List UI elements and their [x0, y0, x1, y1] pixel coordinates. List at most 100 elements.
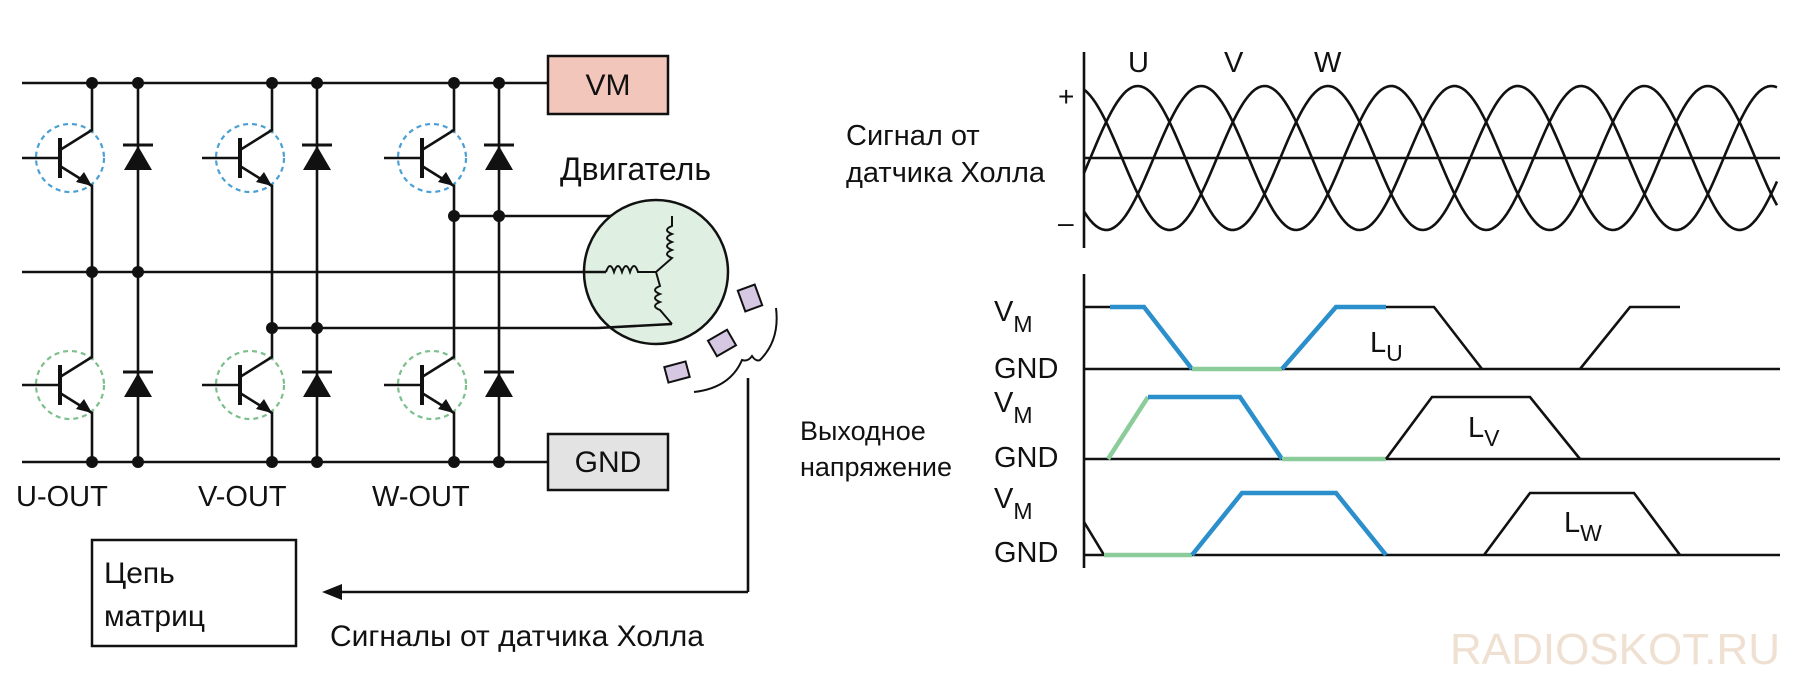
output-voltage-chart: Выходное напряжение VM GND VM GND VM GND… — [800, 274, 1780, 569]
diode-icon — [303, 373, 331, 397]
junction-dot — [132, 456, 144, 468]
transistor-collector — [421, 128, 455, 152]
watermark: RADIOSKOT.RU — [1450, 625, 1780, 674]
hall-chart-plus: + — [1058, 81, 1074, 112]
row-w-trace — [1082, 521, 1106, 556]
diode-icon — [124, 373, 152, 397]
w-out-label: W-OUT — [372, 481, 470, 513]
phase-v-label: V — [1224, 47, 1244, 79]
matrix-label-line2: матриц — [104, 600, 205, 633]
phase-w-label: W — [1314, 47, 1342, 79]
motor-label: Двигатель — [560, 151, 711, 187]
low-side-transistor-outline — [214, 349, 286, 421]
phase-u-label: U — [1128, 47, 1149, 79]
row-v-drive-high — [1148, 394, 1284, 461]
ground-box — [546, 432, 670, 492]
junction-dot — [448, 456, 460, 468]
inverter-circuit: VM GND Двигатель Цепь матриц Сигналы от … — [16, 54, 778, 653]
row-w-trace-label: LW — [1564, 507, 1602, 546]
emitter-arrow-icon — [256, 172, 272, 186]
junction-dot — [86, 266, 98, 278]
junction-dot — [448, 77, 460, 89]
hall-signal-chart: Сигнал от датчика Холла + – U V W — [846, 47, 1780, 248]
row-u-low-label: GND — [994, 353, 1058, 385]
hall-wave-w — [1082, 84, 1778, 232]
emitter-arrow-icon — [76, 399, 92, 413]
junction-dot — [493, 456, 505, 468]
row-v-trace — [1384, 395, 1582, 460]
hall-sensor-brace — [693, 307, 778, 393]
motor-coil-v — [654, 271, 673, 325]
row-w-drive-high — [1190, 490, 1388, 557]
row-v-high-label: VM — [994, 387, 1033, 428]
row-u-drive-falling — [1110, 304, 1194, 371]
u-out-label: U-OUT — [16, 481, 108, 513]
hall-sensor — [663, 360, 691, 384]
output-chart-label-line2: напряжение — [800, 452, 952, 482]
row-u-trace — [1386, 305, 1484, 370]
diode-icon — [485, 373, 513, 397]
junction-dot — [266, 456, 278, 468]
motor-v-lead — [597, 322, 673, 330]
row-w-low-label: GND — [994, 537, 1058, 569]
v-out-label: V-OUT — [198, 481, 287, 513]
transistor-collector — [59, 355, 93, 379]
row-w-trace — [1482, 491, 1682, 556]
high-side-transistor-outline — [396, 122, 468, 194]
diode-icon — [303, 146, 331, 170]
emitter-arrow-icon — [256, 399, 272, 413]
hall-signals-label: Сигналы от датчика Холла — [330, 620, 704, 653]
junction-dot — [448, 210, 460, 222]
row-u-high-label: VM — [994, 296, 1033, 337]
junction-dot — [311, 77, 323, 89]
junction-dot — [266, 322, 278, 334]
ground-label: GND — [575, 446, 642, 479]
hall-chart-label-line1: Сигнал от — [846, 120, 980, 152]
junction-dot — [132, 77, 144, 89]
diode-icon — [124, 146, 152, 170]
matrix-label-line1: Цепь — [104, 557, 175, 590]
junction-dot — [493, 210, 505, 222]
supply-box — [546, 54, 670, 116]
low-side-transistor-outline — [34, 349, 106, 421]
junction-dot — [311, 456, 323, 468]
transistor-collector — [239, 128, 273, 152]
emitter-arrow-icon — [438, 399, 454, 413]
row-w-high-label: VM — [994, 483, 1033, 524]
hall-chart-label-line2: датчика Холла — [846, 157, 1046, 189]
motor-coil-u — [605, 265, 656, 276]
row-u-trace — [1578, 305, 1680, 370]
junction-dot — [132, 266, 144, 278]
hall-chart-minus: – — [1058, 207, 1074, 238]
row-u-drive-rising — [1280, 304, 1386, 371]
emitter-arrow-icon — [76, 172, 92, 186]
matrix-box — [90, 538, 298, 648]
transistor-collector — [421, 355, 455, 379]
row-v-low-label: GND — [994, 442, 1058, 474]
diode-icon — [485, 146, 513, 170]
hall-sensor — [706, 328, 738, 358]
emitter-arrow-icon — [438, 172, 454, 186]
arrow-head-icon — [322, 584, 342, 600]
junction-dot — [311, 322, 323, 334]
row-u-trace-label: LU — [1370, 327, 1403, 366]
junction-dot — [266, 77, 278, 89]
junction-dot — [493, 77, 505, 89]
high-side-transistor-outline — [34, 122, 106, 194]
supply-label: VM — [586, 69, 631, 102]
transistor-collector — [59, 128, 93, 152]
low-side-transistor-outline — [396, 349, 468, 421]
row-v-drive-rising — [1106, 395, 1150, 461]
junction-dot — [86, 456, 98, 468]
row-v-trace-label: LV — [1468, 412, 1500, 451]
high-side-transistor-outline — [214, 122, 286, 194]
hall-sensor — [736, 283, 764, 313]
hall-wave-v — [1082, 84, 1779, 232]
transistor-collector — [239, 355, 273, 379]
junction-dot — [86, 77, 98, 89]
motor-coil-w — [655, 216, 675, 273]
hall-wave-u — [1083, 84, 1779, 232]
output-chart-label-line1: Выходное — [800, 416, 926, 446]
